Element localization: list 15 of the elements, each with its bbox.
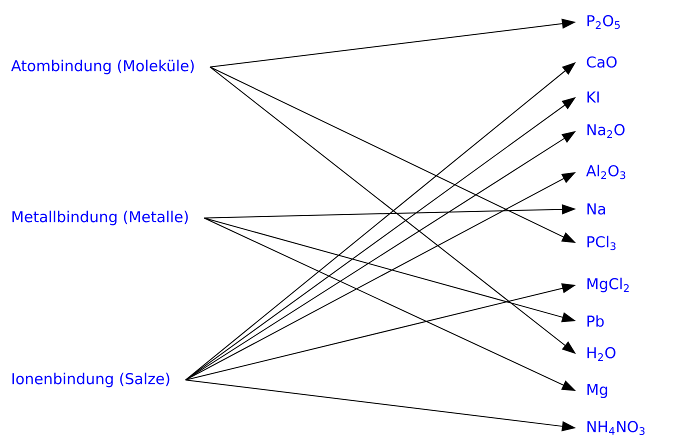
bond-type-label: Ionenbindung (Salze): [12, 372, 170, 388]
substance-label: Mg: [587, 384, 608, 398]
substance-label: H$_{2}$O: [587, 347, 616, 361]
bond-type-label: Atombindung (Moleküle): [11, 60, 194, 74]
substance-label: CaO: [586, 56, 617, 68]
substance-label: Al$_{2}$O$_{3}$: [586, 164, 626, 180]
substance-label: KI: [587, 92, 599, 102]
substance-label: NH$_{4}$NO$_{3}$: [587, 420, 645, 436]
substance-label: Na$_{2}$O: [587, 124, 625, 138]
substance-label: Pb: [587, 315, 604, 327]
bond-type-label: Metallbindung (Metalle): [12, 210, 188, 226]
substance-label: PCl$_{3}$: [587, 236, 616, 250]
substance-label: Na: [587, 203, 606, 215]
substance-label: MgCl$_{2}$: [587, 278, 629, 292]
substance-label: P$_{2}$O$_{5}$: [587, 15, 620, 29]
